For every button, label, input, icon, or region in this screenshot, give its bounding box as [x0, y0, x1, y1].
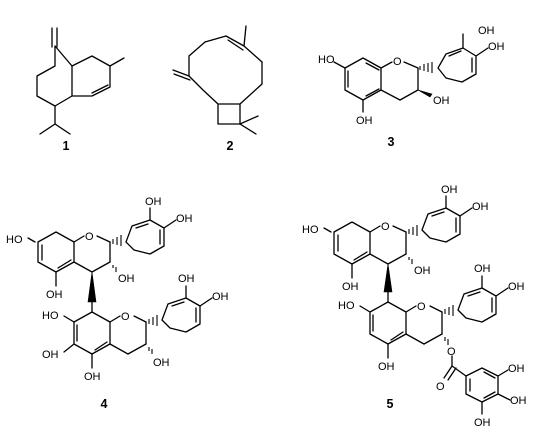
c3-oh-c3: OH: [433, 95, 450, 107]
compound-5-structure: [323, 195, 511, 415]
c5-ring-o-upper: O: [381, 221, 390, 233]
c5-oh-upper-c3: OH: [414, 265, 431, 277]
c5-ho-upper-a7: HO: [302, 224, 319, 236]
c4-ring-o-lower: O: [121, 311, 130, 323]
c4-oh-upper-b4: OH: [145, 196, 162, 208]
compound-1-structure: [36, 27, 125, 135]
c5-oh-lower-a5: OH: [378, 361, 395, 373]
compound-2-structure: [172, 25, 263, 135]
c5-oh-lower-b4: OH: [474, 263, 491, 275]
compound-5-number: 5: [387, 397, 394, 411]
c5-galloyl-oh-4: OH: [510, 395, 527, 407]
c5-ho-lower-a7: HO: [338, 300, 355, 312]
c4-oh-lower-b3: OH: [212, 291, 229, 303]
c5-galloyl-oh-3: OH: [508, 363, 525, 375]
compound-4-number: 4: [101, 397, 108, 411]
c5-ring-o-lower: O: [417, 301, 426, 313]
c4-oh-upper-c3: OH: [118, 273, 135, 285]
compound-3-number: 3: [388, 135, 395, 149]
c4-oh-lower-extra: OH: [84, 371, 101, 383]
c3-ho-a7: HO: [318, 54, 335, 66]
c5-oh-lower-b3: OH: [508, 281, 525, 293]
c3-ring-o: O: [393, 56, 402, 68]
c4-oh-lower-a5: OH: [42, 349, 59, 361]
compound-4-structure: [27, 207, 213, 369]
c5-ester-o: O: [447, 346, 456, 358]
c3-oh-a5: OH: [356, 115, 373, 127]
c3-oh-b3: OH: [488, 41, 505, 53]
c4-ho-upper-a7: HO: [6, 234, 23, 246]
c4-oh-upper-b3: OH: [176, 213, 193, 225]
c5-oh-upper-a5: OH: [342, 281, 359, 293]
c4-oh-lower-b4: OH: [178, 273, 195, 285]
compound-3-structure: [333, 33, 489, 113]
c4-oh-lower-c3: OH: [153, 357, 170, 369]
c4-ring-o-upper: O: [85, 231, 94, 243]
c3-oh-b4: OH: [478, 25, 495, 37]
c5-galloyl-oh-5: OH: [474, 417, 491, 429]
c4-ho-lower-a7: HO: [42, 310, 59, 322]
c5-oh-upper-b4: OH: [441, 184, 458, 196]
c4-oh-upper-a5: OH: [46, 289, 63, 301]
compound-1-number: 1: [63, 139, 70, 153]
c5-oh-upper-b3: OH: [472, 201, 489, 213]
compound-2-number: 2: [227, 139, 234, 153]
c5-carbonyl-o: O: [436, 381, 445, 393]
